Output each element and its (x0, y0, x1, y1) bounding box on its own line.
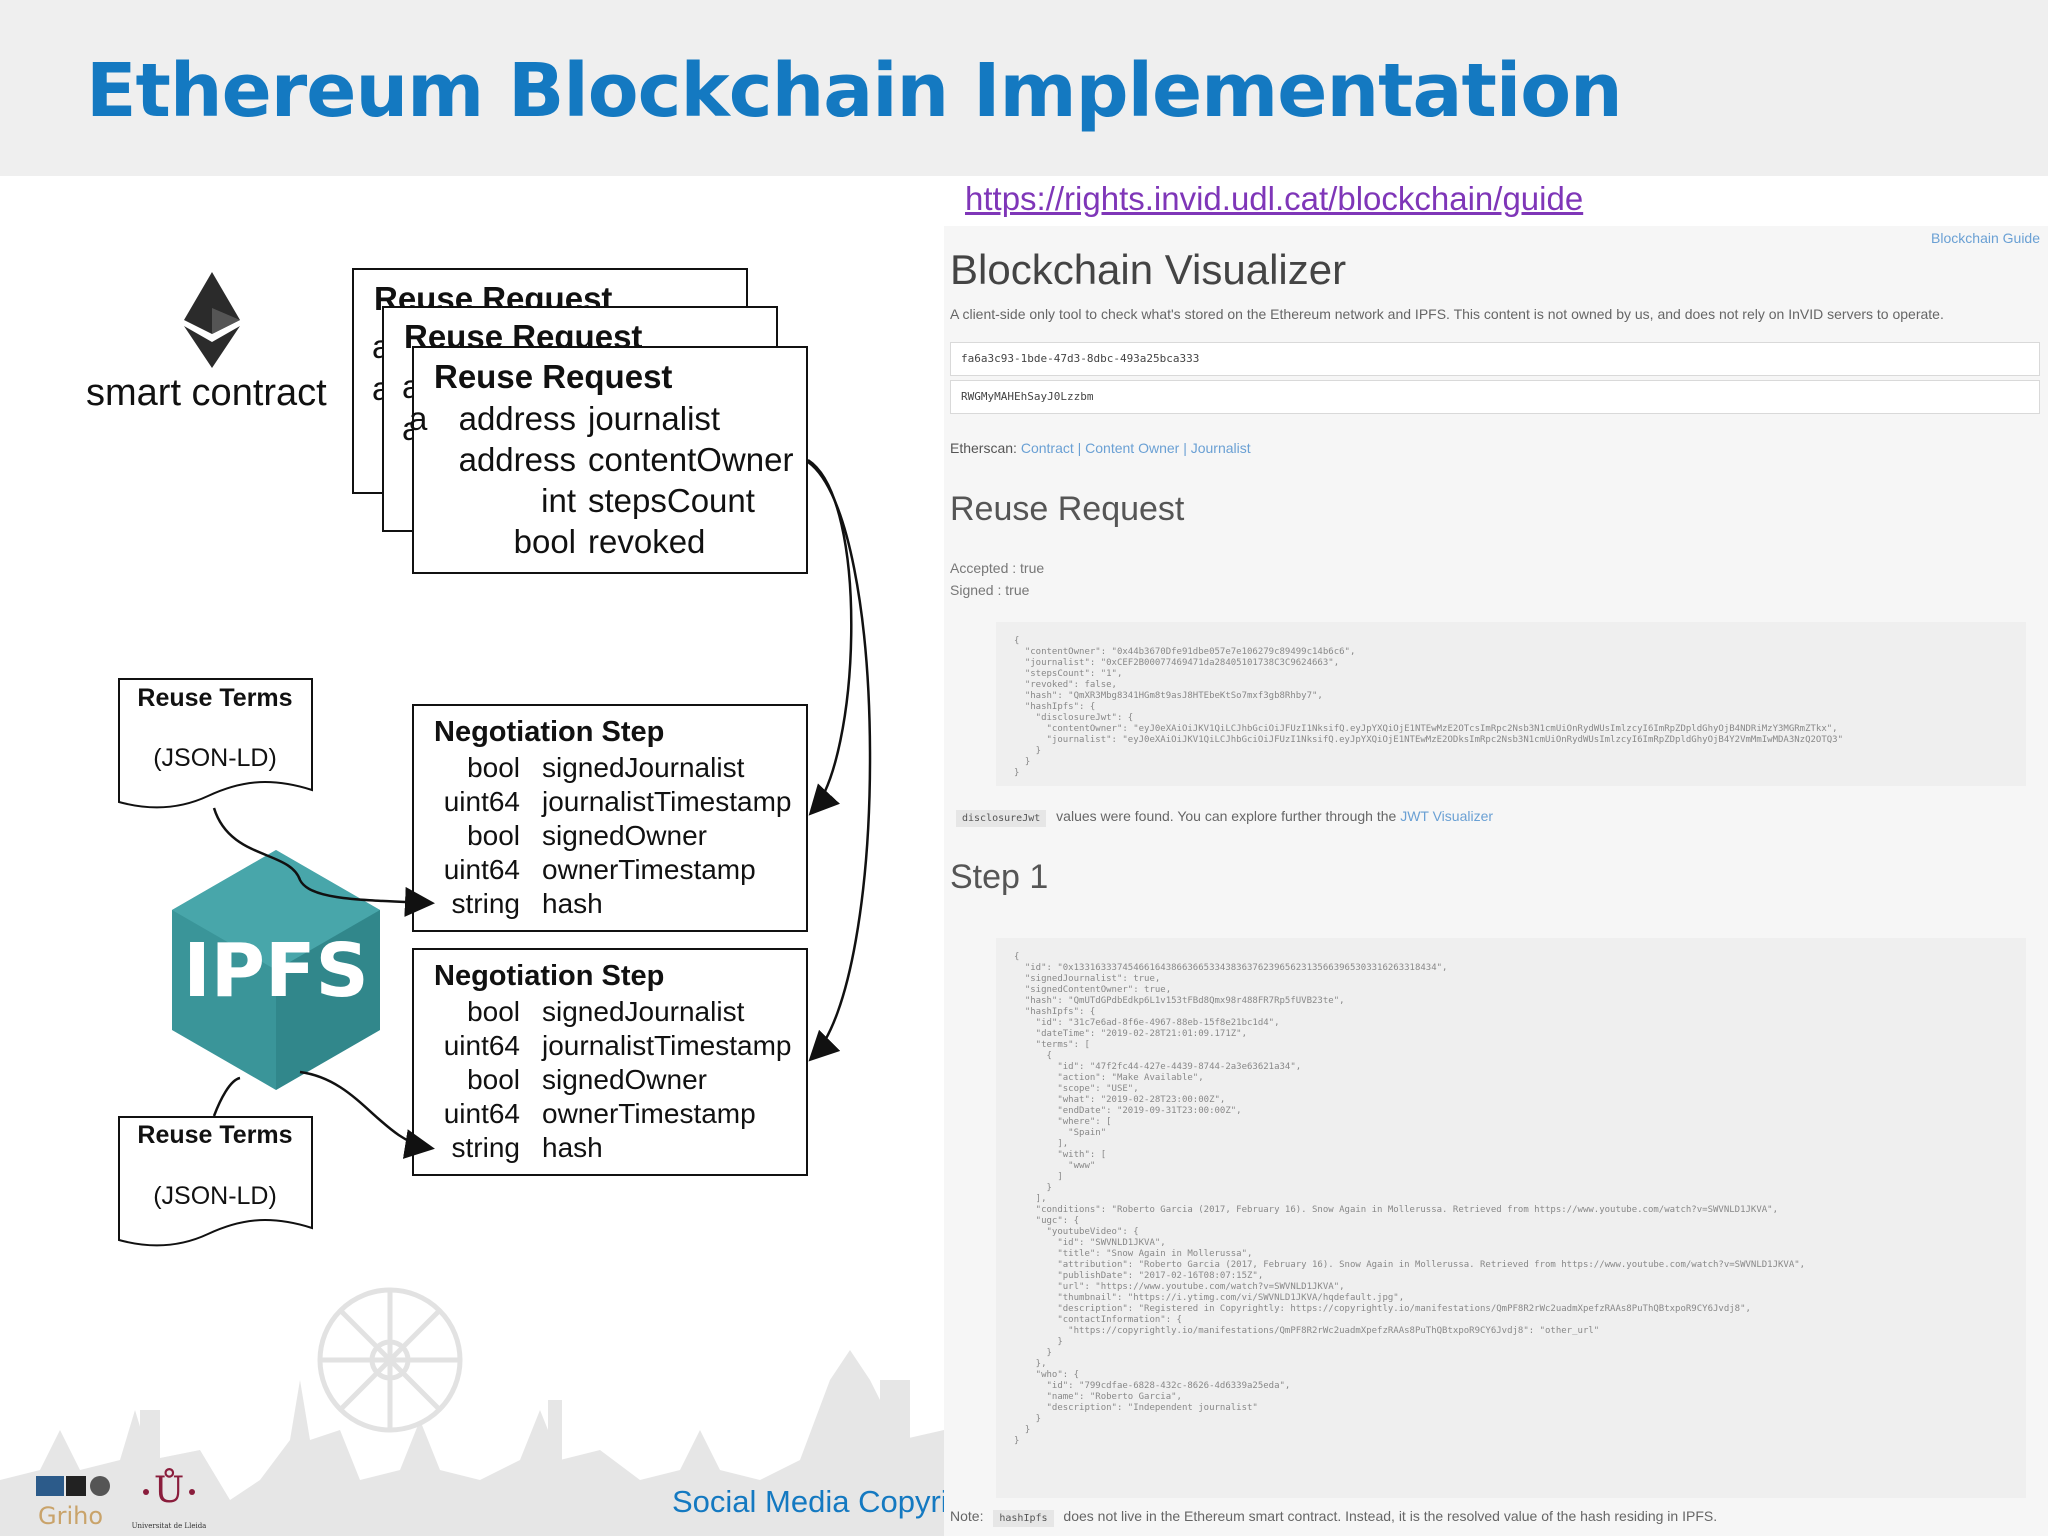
note-label: Note: (950, 1508, 984, 1524)
jwt-visualizer-link[interactable]: JWT Visualizer (1400, 808, 1494, 824)
griho-text: Griho (38, 1502, 103, 1530)
ns-field-type: bool (467, 1064, 520, 1095)
ns-field-type: bool (467, 752, 520, 783)
rr-field-name: revoked (588, 523, 706, 560)
etherscan-row: Etherscan: Contract | Content Owner | Jo… (950, 440, 1251, 456)
reuse-terms-format-1: (JSON-LD) (153, 744, 277, 772)
ipfs-hash-input[interactable]: RWGMyMAHEhSayJ0Lzzbm (950, 380, 2040, 414)
visualizer-title: Blockchain Visualizer (950, 246, 1347, 293)
reuse-request-title: Reuse Request (434, 358, 673, 395)
footer-text: Social Media Copyri (672, 1484, 948, 1519)
ns-field-name: ownerTimestamp (542, 854, 756, 885)
visualizer-description: A client-side only tool to check what's … (950, 306, 1944, 322)
ns-field-type: uint64 (443, 854, 520, 885)
ns-field-type: uint64 (443, 1030, 520, 1061)
rr-field-revoked: bool revoked (414, 523, 810, 563)
negotiation-step-title: Negotiation Step (434, 960, 665, 992)
ns-field-name: journalistTimestamp (542, 786, 792, 817)
hash-ipfs-chip: hashIpfs (993, 1510, 1054, 1527)
ns-field-name: hash (542, 888, 603, 919)
disclosure-note-text: values were found. You can explore furth… (1056, 808, 1397, 824)
blockchain-guide-link[interactable]: https://rights.invid.udl.cat/blockchain/… (965, 180, 1584, 217)
ns-field-type: uint64 (443, 1098, 520, 1129)
university-logo: Ů Universitat de Lleida (132, 1469, 206, 1530)
ns-field-name: signedOwner (542, 820, 707, 851)
rr-field-type: address (458, 441, 576, 478)
etherscan-label: Etherscan: (950, 440, 1017, 456)
svg-text:Ů: Ů (154, 1469, 184, 1511)
disclosure-note: disclosureJwt values were found. You can… (950, 808, 1493, 827)
signed-status: Signed : true (950, 582, 1030, 598)
rr-field-steps-count: int stepsCount (414, 482, 810, 522)
rr-field-type: bool (513, 523, 576, 560)
rr-field-content-owner: address contentOwner (414, 441, 810, 481)
negotiation-step-box-1: Negotiation Step bool signedJournalist u… (412, 704, 808, 932)
reuse-request-id-input[interactable]: fa6a3c93-1bde-47d3-8dbc-493a25bca333 (950, 342, 2040, 376)
ns-field-type: string (451, 888, 520, 919)
rr-field-name: journalist (588, 400, 721, 437)
ns-field-name: journalistTimestamp (542, 1030, 792, 1061)
hash-ipfs-note: Note: hashIpfs does not live in the Ethe… (950, 1508, 1717, 1527)
negotiation-step-title: Negotiation Step (434, 716, 665, 748)
step-heading: Step 1 (950, 858, 1049, 896)
negotiation-step-box-2: Negotiation Step bool signedJournalist u… (412, 948, 808, 1176)
griho-logo: Griho (36, 1476, 110, 1530)
ns-field-type: bool (467, 996, 520, 1027)
title-band (0, 0, 2048, 176)
ipfs-label: IPFS (183, 928, 369, 1014)
rr-field-name: contentOwner (588, 441, 794, 478)
accepted-status: Accepted : true (950, 560, 1045, 576)
reuse-terms-title-1: Reuse Terms (137, 684, 293, 712)
ns-field-name: signedJournalist (542, 996, 745, 1027)
reuse-terms-document-1 (118, 678, 313, 809)
reuse-terms-document-2 (118, 1116, 313, 1247)
ipfs-logo: IPFS (172, 850, 380, 1090)
rr-field-type: int (541, 482, 576, 519)
reuse-request-box: Reuse Request a address journalist addre… (409, 346, 810, 574)
reuse-request-heading: Reuse Request (950, 490, 1185, 528)
slide-title: Ethereum Blockchain Implementation (86, 48, 1623, 134)
university-text: Universitat de Lleida (132, 1522, 206, 1530)
step-json: { "id": "0x13316333745466164386636653343… (996, 938, 2026, 1498)
disclosure-chip: disclosureJwt (956, 810, 1047, 827)
smart-contract-label: smart contract (86, 372, 327, 414)
ns-field-type: string (451, 1132, 520, 1163)
diagram-connectors (212, 458, 872, 1159)
blockchain-visualizer-panel: Blockchain Guide Blockchain Visualizer A… (944, 226, 2048, 1536)
reuse-terms-title-2: Reuse Terms (137, 1121, 293, 1149)
rr-field-name: stepsCount (588, 482, 755, 519)
note-text: does not live in the Ethereum smart cont… (1063, 1508, 1718, 1524)
ns-field-name: signedOwner (542, 1064, 707, 1095)
ns-field-type: bool (467, 820, 520, 851)
ns-field-name: hash (542, 1132, 603, 1163)
reuse-terms-format-2: (JSON-LD) (153, 1182, 277, 1210)
stack-letter-front-1: a (409, 400, 428, 437)
reuse-request-json: { "contentOwner": "0x44b3670Dfe91dbe057e… (996, 622, 2026, 786)
etherscan-links[interactable]: Contract | Content Owner | Journalist (1020, 440, 1251, 456)
ns-field-name: ownerTimestamp (542, 1098, 756, 1129)
skyline-watermark (0, 1287, 944, 1536)
rr-field-journalist: address journalist (414, 400, 810, 440)
rr-field-type: address (458, 400, 576, 437)
ethereum-icon (184, 272, 240, 368)
blockchain-guide-nav-link[interactable]: Blockchain Guide (1931, 230, 2040, 246)
ns-field-name: signedJournalist (542, 752, 745, 783)
ns-field-type: uint64 (443, 786, 520, 817)
